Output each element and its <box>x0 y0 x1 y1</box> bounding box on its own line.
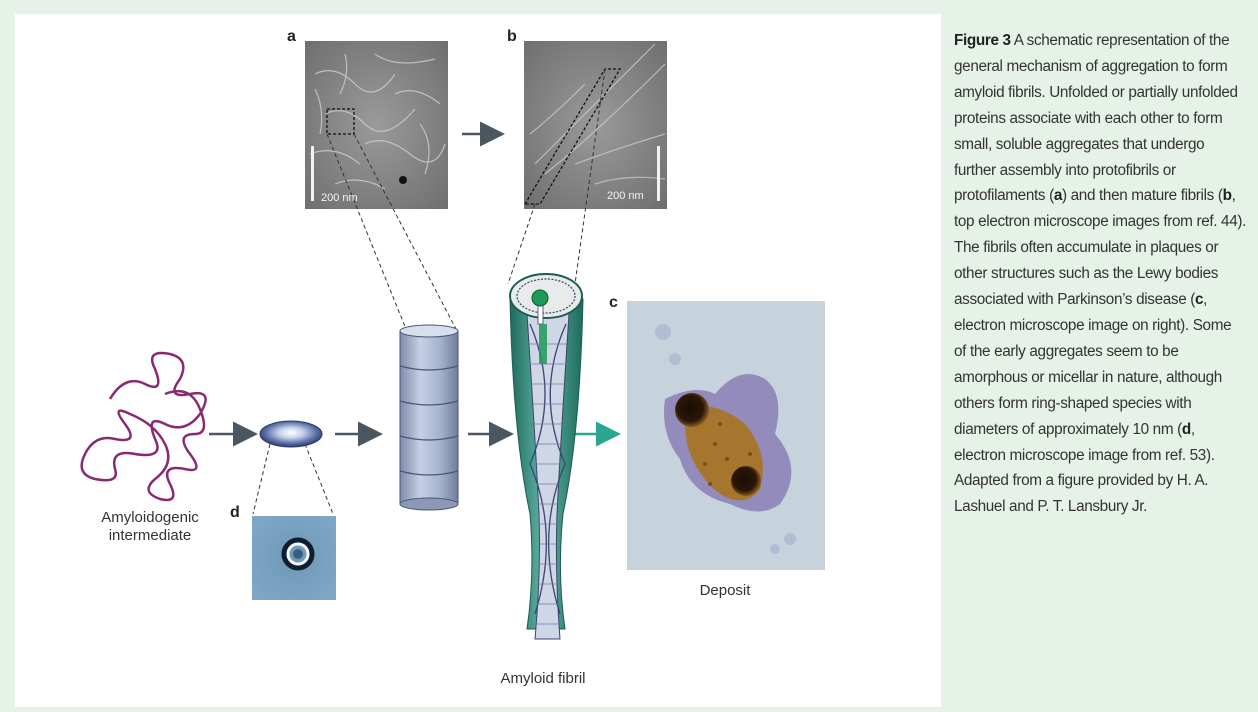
fibril-label: Amyloid fibril <box>500 670 586 687</box>
caption-ref-c: c <box>1195 291 1204 309</box>
protofibril-column <box>399 324 459 511</box>
scale-bar-label-b: 200 nm <box>607 190 644 202</box>
zoom-lines <box>252 68 606 515</box>
caption-ref-d: d <box>1181 420 1191 438</box>
panel-label-c: c <box>609 294 618 311</box>
arrows <box>209 121 621 447</box>
caption-text: , top electron microscope images from re… <box>954 187 1247 309</box>
caption-text: A schematic representation of the genera… <box>954 32 1238 205</box>
amyloid-fibril <box>509 273 584 640</box>
micellar-oligomer <box>259 420 323 448</box>
figure-caption: Figure 3 A schematic representation of t… <box>954 28 1246 520</box>
micrograph-a <box>305 41 448 209</box>
panel-label-a: a <box>287 28 296 45</box>
intermediate-label-line2: intermediate <box>108 527 192 544</box>
intermediate-label-line1: Amyloidogenic <box>101 509 199 526</box>
micrograph-c <box>627 301 825 570</box>
panel-label-d: d <box>230 504 240 521</box>
caption-ref-a: a <box>1053 187 1063 205</box>
intermediate-label: Amyloidogenic intermediate <box>75 509 225 545</box>
micrograph-b <box>523 41 667 209</box>
caption-title: Figure 3 <box>954 32 1011 49</box>
caption-text: , electron microscope image from ref. 53… <box>954 420 1215 516</box>
deposit-label: Deposit <box>699 582 751 599</box>
figure-panel: a b c d 200 nm 200 nm Amyloidogenic inte… <box>15 14 941 707</box>
scale-bar-label-a: 200 nm <box>321 192 358 204</box>
panel-label-b: b <box>507 28 517 45</box>
caption-text: ) and then mature fibrils ( <box>1062 187 1223 205</box>
protein-chain <box>80 351 207 502</box>
caption-text: , electron microscope image on right). S… <box>954 291 1232 438</box>
micrograph-d <box>252 516 336 600</box>
diagram <box>80 41 825 640</box>
caption-ref-b: b <box>1222 187 1232 205</box>
